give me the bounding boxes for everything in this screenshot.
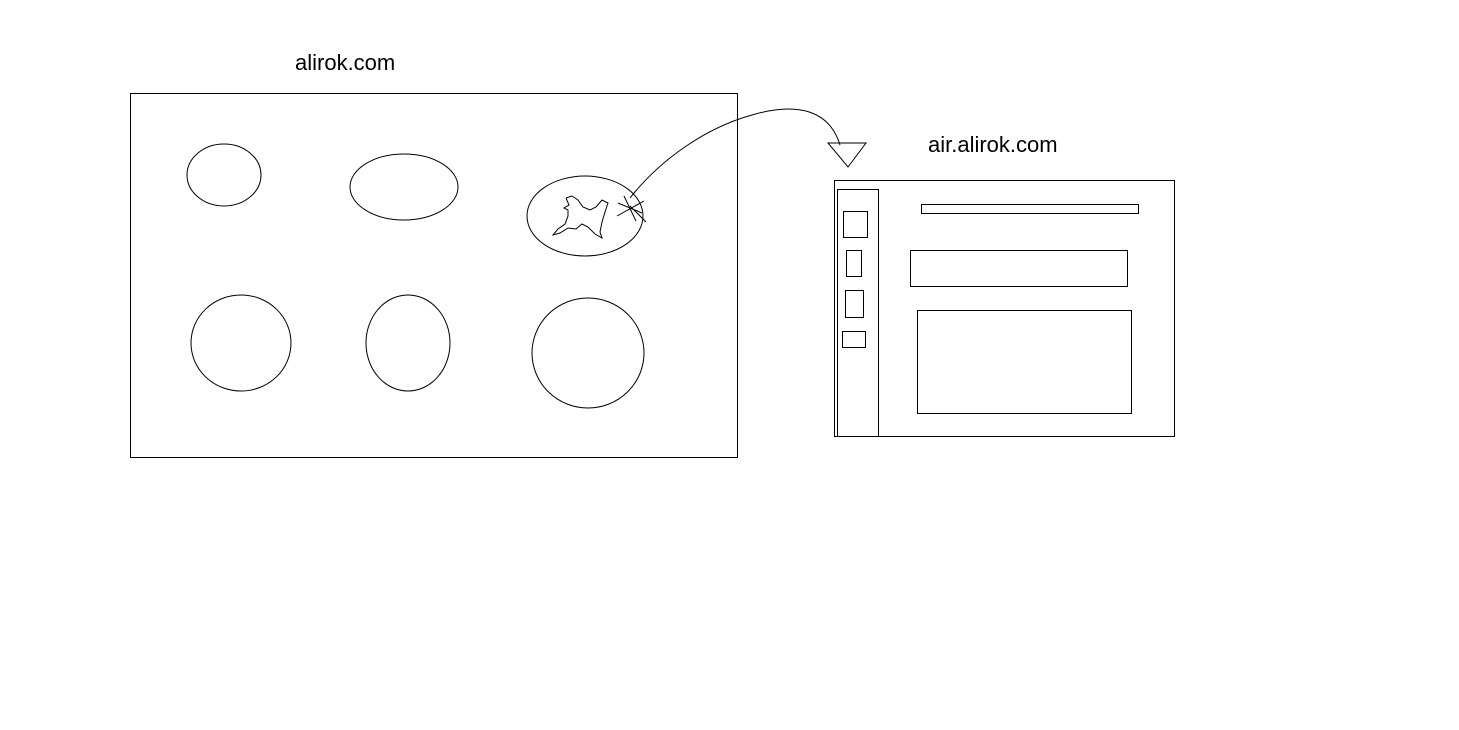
source-item-1[interactable] [186,143,262,207]
arrowhead-icon [826,142,867,168]
target-site-frame [834,180,1175,437]
sidebar-item-3[interactable] [845,290,864,318]
sidebar-item-1[interactable] [843,211,868,238]
target-site-border [834,180,1175,437]
connector-curve [629,108,841,199]
target-site-label: air.alirok.com [928,132,1058,157]
sidebar-item-4[interactable] [842,331,866,348]
target-search-box[interactable] [910,250,1128,287]
source-site-border [130,93,738,458]
target-content-panel [917,310,1132,414]
navigation-connector [629,108,867,199]
source-site-label: alirok.com [295,50,395,75]
target-header-bar[interactable] [921,204,1139,214]
source-site-frame [130,93,738,458]
bird-icon [551,195,609,240]
source-item-5[interactable] [365,294,451,392]
target-sidebar [837,189,879,437]
source-item-2[interactable] [349,153,459,221]
click-mark-icon [616,195,647,223]
source-item-4[interactable] [190,294,292,392]
source-item-6[interactable] [531,297,645,409]
source-item-3-selected[interactable] [526,175,644,257]
sidebar-item-2[interactable] [846,250,862,277]
